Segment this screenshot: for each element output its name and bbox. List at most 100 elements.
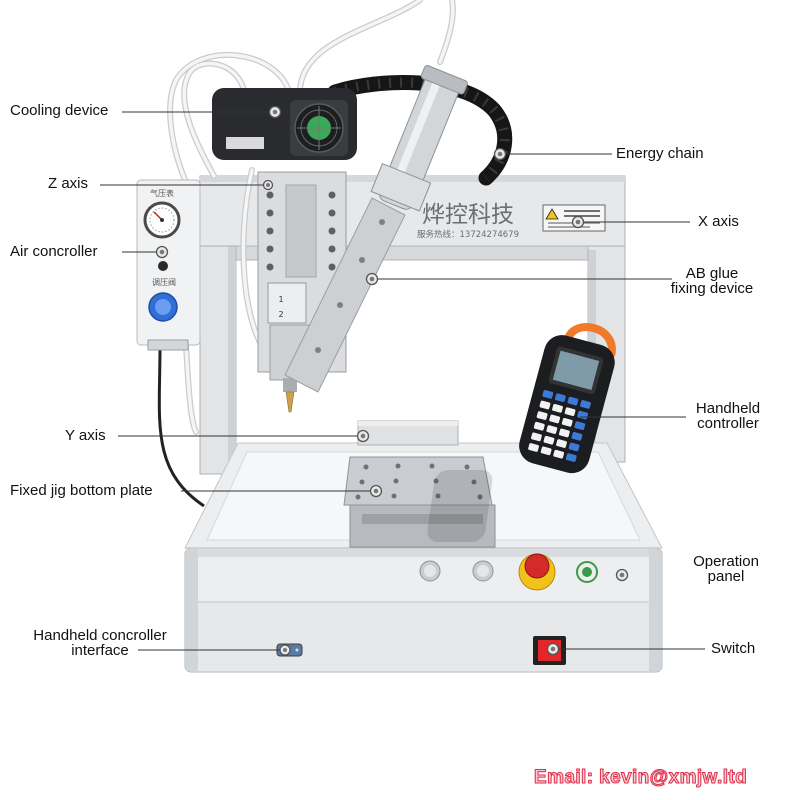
keypad-key	[552, 403, 563, 413]
keypad-key	[546, 425, 558, 434]
controller-screen	[552, 350, 600, 390]
marker-cooling-device	[268, 105, 282, 119]
keypad-key	[564, 407, 576, 417]
emergency-stop-icon	[518, 553, 556, 591]
label-line: AB glue	[685, 265, 739, 282]
leader-lines	[100, 111, 705, 651]
label-handheld-controller: Handheld controller	[690, 400, 766, 432]
label-handheld-controller-interface: Handheld concroller interface	[12, 627, 188, 659]
base-lower-panel	[186, 602, 661, 671]
marker-energy-chain	[493, 147, 507, 161]
label-cooling-device: Cooling device	[10, 102, 109, 119]
keypad-key	[531, 432, 542, 442]
keypad-key	[567, 396, 579, 406]
keypad-key	[536, 411, 548, 420]
marker-switch	[546, 642, 560, 656]
valve-label: 调压阀	[152, 278, 176, 287]
label-line: controller	[697, 414, 759, 432]
panel-button-2	[472, 560, 494, 582]
z-block-mark-1: 1	[278, 295, 283, 304]
gauge-label: 气压表	[150, 188, 174, 198]
glue-cartridge-cylinder	[370, 65, 468, 212]
start-button-icon	[576, 561, 598, 583]
z-axis-marker-block	[267, 282, 307, 324]
label-fixed-jig-bottom-plate: Fixed jig bottom plate	[10, 482, 153, 499]
regulator-small-knob	[158, 261, 168, 271]
marker-ab-glue-fixing-device	[365, 272, 379, 286]
keypad-key	[568, 442, 580, 452]
marker-z-axis	[262, 179, 274, 191]
keypad-key	[571, 431, 583, 441]
nozzle-holder	[283, 378, 297, 392]
label-operation-panel: Operation panel	[688, 553, 764, 585]
y-axis-slider	[357, 420, 459, 446]
z-block-mark-2: 2	[278, 310, 283, 319]
callout-markers	[155, 105, 629, 656]
handheld-controller	[519, 323, 616, 474]
brand-text: 烨控科技	[422, 202, 514, 228]
hotline-text: 服务热线：13724274679	[417, 229, 519, 240]
keypad-key	[542, 390, 554, 399]
label-air-controller: Air concroller	[10, 243, 98, 260]
fan-icon	[294, 103, 344, 153]
label-line: fixing device	[670, 279, 754, 297]
keypad-key	[543, 435, 555, 445]
base-right-cap	[649, 549, 661, 671]
keypad-key	[540, 446, 552, 456]
label-z-axis: Z axis	[48, 175, 89, 192]
ab-glue-fixing-device	[284, 65, 468, 393]
keypad-key	[558, 428, 570, 438]
label-line: Operation	[693, 553, 759, 570]
label-line: panel	[707, 567, 745, 585]
keypad-key	[549, 414, 561, 424]
z-axis-slot	[285, 184, 317, 278]
keypad-key	[528, 443, 539, 452]
label-x-axis: X axis	[698, 213, 739, 230]
controller-handle	[563, 323, 616, 358]
keypad-key	[561, 417, 573, 427]
marker-operation-panel	[615, 568, 629, 582]
keypad-key	[539, 400, 551, 410]
marker-air-controller	[155, 245, 169, 259]
operation-panel	[419, 553, 598, 591]
dispensing-nozzle	[285, 391, 295, 413]
air-controller-box: 气压表 调压阀	[136, 179, 205, 508]
left-post-inner-rail	[228, 190, 236, 474]
label-line: interface	[71, 641, 129, 659]
jig-base-slot	[362, 514, 483, 524]
base-top-bevel	[186, 549, 661, 557]
label-y-axis: Y axis	[65, 427, 106, 444]
pressure-gauge-icon	[143, 201, 181, 239]
keypad-key	[580, 400, 591, 409]
marker-fixed-jig-bottom-plate	[369, 484, 383, 498]
air-tubes	[167, 0, 456, 435]
controller-keypad	[528, 390, 591, 462]
ab-glue-bracket	[284, 197, 406, 393]
regulator-knob-icon	[148, 292, 178, 322]
z-axis-bolt-holes	[266, 191, 336, 271]
keypad-key	[574, 421, 586, 431]
label-line: Handheld concroller	[33, 627, 167, 644]
keypad-key	[565, 453, 577, 462]
keypad-key	[533, 421, 545, 431]
ab-glue-bracket-holes	[315, 219, 385, 353]
marker-x-axis	[571, 215, 585, 229]
base-left-cap	[186, 549, 198, 671]
label-ab-glue-fixing-device: AB glue fixing device	[662, 265, 762, 297]
cooling-device-sticker	[226, 137, 264, 149]
cooling-device	[212, 88, 357, 160]
air-controller-bracket	[147, 339, 189, 351]
handheld-controller-reflection	[427, 470, 493, 542]
panel-button-1	[419, 560, 441, 582]
label-energy-chain: Energy chain	[616, 145, 704, 162]
label-line: Handheld	[695, 400, 761, 417]
jig-plate-holes	[355, 463, 483, 500]
keypad-key	[556, 439, 567, 448]
keypad-key	[554, 393, 566, 403]
marker-y-axis	[356, 429, 370, 443]
contact-email-watermark: Email: kevin@xmjw.ltd	[533, 767, 748, 789]
keypad-key	[553, 449, 565, 459]
marker-handheld-controller-interface	[279, 644, 291, 656]
